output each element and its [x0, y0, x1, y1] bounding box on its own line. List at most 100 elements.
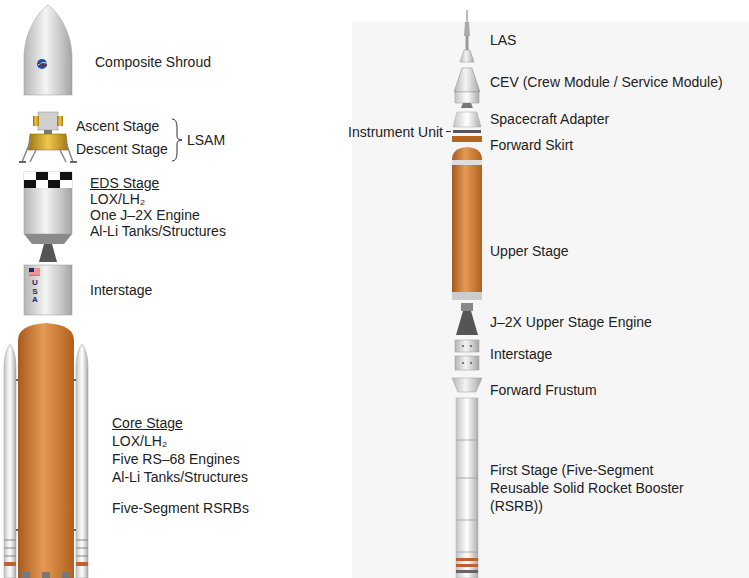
- part-label: J–2X Upper Stage Engine: [490, 313, 652, 331]
- first-stage: [456, 558, 478, 561]
- j2x-engine: [461, 303, 473, 311]
- stage-note: LOX/LH₂: [90, 190, 145, 208]
- solid-rocket-booster: [76, 344, 88, 578]
- interstage: [24, 265, 72, 315]
- eds-stage: [36, 172, 48, 180]
- composite-shroud: [24, 5, 72, 95]
- part-label: Composite Shroud: [95, 53, 211, 71]
- forward-frustum: [452, 378, 482, 392]
- part-label: Upper Stage: [490, 242, 569, 260]
- eds-stage: [60, 172, 72, 180]
- core-stage: [18, 323, 74, 578]
- solid-rocket-booster: [76, 562, 88, 566]
- core-stage: [62, 572, 70, 578]
- part-label: Forward Frustum: [490, 381, 597, 399]
- lsam-lander: [57, 116, 63, 126]
- stage-note: Five RS–68 Engines: [112, 450, 240, 468]
- solid-rocket-booster: [4, 344, 16, 578]
- eds-stage: [24, 180, 36, 188]
- stage-heading: EDS Stage: [90, 174, 159, 192]
- forward-skirt: [452, 136, 482, 142]
- right-panel-ground: [352, 22, 749, 578]
- spacecraft-adapter: [453, 112, 481, 127]
- launch-abort-system: [466, 36, 469, 50]
- forward-frustum: [452, 378, 482, 392]
- upper-stage: [452, 147, 482, 300]
- composite-shroud: [38, 62, 47, 65]
- spacecraft-adapter: [453, 112, 481, 127]
- interstage: [24, 265, 72, 315]
- ares-interstage: [470, 345, 472, 347]
- lsam-lander: [19, 161, 26, 163]
- eds-stage: [36, 180, 48, 188]
- crew-exploration-vehicle: [455, 92, 479, 103]
- stage-note: Al-Li Tanks/Structures: [90, 222, 226, 240]
- eds-stage: [24, 172, 72, 262]
- first-stage: [456, 570, 478, 573]
- upper-stage: [452, 160, 482, 165]
- right-panel-ground: [352, 22, 749, 578]
- part-label: Forward Skirt: [490, 136, 573, 154]
- solid-rocket-booster: [4, 562, 16, 566]
- flag-lettering: USA: [31, 279, 39, 305]
- lsam-lander: [70, 161, 77, 163]
- core-stage: [42, 572, 50, 578]
- eds-stage: [24, 234, 72, 244]
- crew-exploration-vehicle: [454, 68, 480, 108]
- eds-stage: [24, 172, 36, 180]
- ares-interstage: [462, 362, 464, 364]
- j2x-engine: [456, 303, 478, 335]
- interstage: [29, 268, 34, 272]
- part-label: Interstage: [90, 281, 152, 299]
- part-label: Descent Stage: [76, 140, 168, 158]
- lsam-lander: [44, 130, 52, 134]
- solid-rocket-booster: [76, 540, 88, 556]
- launch-abort-system: [460, 10, 474, 62]
- eds-stage: [60, 180, 72, 188]
- upper-stage: [452, 292, 482, 300]
- lsam-lander: [19, 112, 77, 163]
- ares-interstage: [462, 345, 464, 347]
- ares-interstage: [455, 356, 479, 370]
- lsam-lander: [33, 116, 39, 126]
- part-label: Spacecraft Adapter: [490, 110, 609, 128]
- launch-abort-system: [467, 10, 468, 22]
- eds-stage: [48, 180, 60, 188]
- first-stage: [456, 398, 478, 578]
- instrument-unit: [446, 131, 451, 132]
- first-stage: [456, 440, 478, 552]
- part-label: CEV (Crew Module / Service Module): [490, 73, 723, 91]
- crew-exploration-vehicle: [454, 68, 480, 92]
- lsam-lander: [22, 140, 73, 162]
- eds-stage: [24, 172, 72, 234]
- part-label: LAS: [490, 31, 516, 49]
- group-label: LSAM: [187, 131, 225, 149]
- core-stage: [18, 323, 74, 578]
- part-label: Ascent Stage: [76, 117, 159, 135]
- lsam-lander: [38, 112, 58, 130]
- part-label: Five-Segment RSRBs: [112, 499, 249, 517]
- first-stage: [456, 564, 478, 567]
- lsam-lander: [28, 134, 68, 150]
- solid-rocket-booster: [4, 344, 88, 578]
- stage-note: One J–2X Engine: [90, 206, 200, 224]
- stage-note: Al-Li Tanks/Structures: [112, 468, 248, 486]
- interstage: [29, 268, 40, 275]
- instrument-unit: [453, 130, 481, 133]
- part-label: Interstage: [490, 345, 552, 363]
- lsam-bracket: [172, 119, 182, 161]
- part-label: Instrument Unit: [348, 123, 443, 141]
- launch-abort-system: [460, 50, 474, 62]
- lsam-bracket: [172, 119, 182, 161]
- composite-shroud: [37, 59, 47, 69]
- solid-rocket-booster: [16, 380, 76, 530]
- part-label: First Stage (Five-Segment Reusable Solid…: [490, 461, 690, 515]
- instrument-unit: [446, 130, 481, 133]
- j2x-engine: [456, 311, 478, 335]
- ares-interstage: [470, 362, 472, 364]
- ares-interstage: [455, 340, 479, 352]
- stage-note: LOX/LH₂: [112, 432, 167, 450]
- eds-stage: [48, 172, 60, 180]
- stage-heading: Core Stage: [112, 414, 183, 432]
